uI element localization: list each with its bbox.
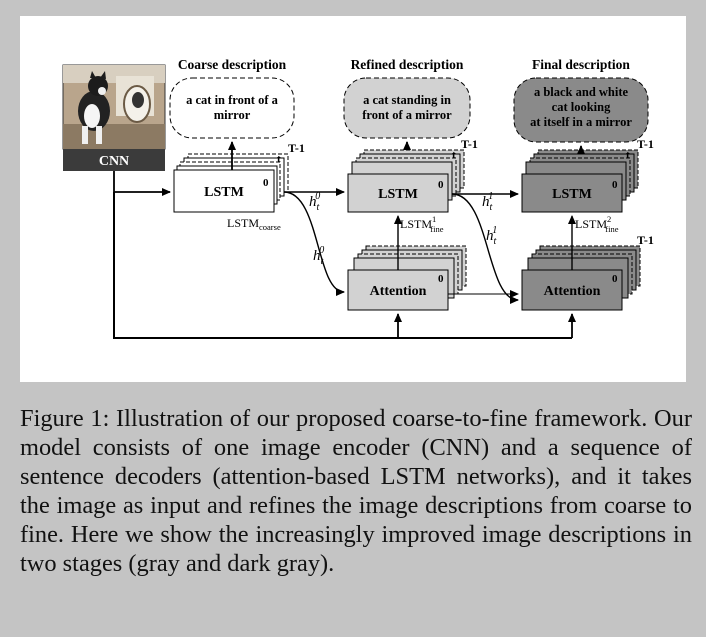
stack-index-front: 0 bbox=[612, 179, 618, 191]
figure-panel: CNN Coarse description Refined descripti… bbox=[20, 16, 686, 382]
cnn-encoder: CNN bbox=[63, 149, 165, 171]
final-description-line: cat looking bbox=[552, 100, 611, 114]
refined-description-line: a cat standing in bbox=[363, 93, 451, 107]
stack-index-front: 0 bbox=[612, 273, 618, 285]
hidden-state-label: ht1 bbox=[486, 225, 497, 247]
attention-fine2-stack: Attention 0 T-1 bbox=[521, 233, 654, 311]
heading-refined: Refined description bbox=[351, 57, 464, 72]
cnn-label: CNN bbox=[99, 154, 129, 169]
refined-description-bubble: a cat standing in front of a mirror bbox=[343, 77, 471, 139]
heading-coarse: Coarse description bbox=[178, 57, 287, 72]
final-description-bubble: a black and white cat looking at itself … bbox=[513, 77, 649, 143]
lstm-fine2-stack: LSTM t 0 T-1 bbox=[521, 137, 654, 213]
figure-caption: Figure 1: Illustration of our proposed c… bbox=[20, 405, 692, 577]
attention-fine2-label: Attention bbox=[544, 284, 601, 299]
attention-fine1-stack: Attention 0 bbox=[347, 245, 467, 311]
stack-index-front: 0 bbox=[438, 273, 444, 285]
hidden-state-label: ht0 bbox=[313, 245, 324, 267]
coarse-description-bubble: a cat in front of a mirror bbox=[169, 77, 295, 139]
stack-index-t: t bbox=[277, 153, 281, 165]
coarse-description-line: mirror bbox=[214, 108, 251, 122]
stack-index-back: T-1 bbox=[637, 233, 654, 247]
stack-index-t: t bbox=[626, 149, 630, 161]
heading-final: Final description bbox=[532, 57, 630, 72]
lstm-fine2-label: LSTM bbox=[552, 187, 592, 202]
stack-index-back: T-1 bbox=[637, 137, 654, 151]
lstm-coarse-stack: LSTM t 0 T-1 bbox=[173, 141, 305, 213]
coarse-description-line: a cat in front of a bbox=[186, 93, 279, 107]
hidden-state-label: ht0 bbox=[309, 191, 320, 213]
refined-description-line: front of a mirror bbox=[362, 108, 452, 122]
connections bbox=[113, 141, 585, 339]
stack-index-front: 0 bbox=[263, 177, 269, 189]
input-image bbox=[62, 64, 166, 150]
stack-index-t: t bbox=[452, 149, 456, 161]
stack-index-back: T-1 bbox=[288, 141, 305, 155]
lstm-fine1-stack: LSTM t 0 T-1 bbox=[347, 137, 478, 213]
attention-fine1-label: Attention bbox=[370, 284, 427, 299]
final-description-line: a black and white bbox=[534, 85, 629, 99]
lstm-fine1-label: LSTM bbox=[378, 187, 418, 202]
hidden-state-label: ht1 bbox=[482, 191, 493, 213]
module-name-coarse: LSTMcoarse bbox=[227, 216, 281, 232]
lstm-coarse-label: LSTM bbox=[204, 185, 244, 200]
stack-index-front: 0 bbox=[438, 179, 444, 191]
coarse-to-fine-diagram: CNN Coarse description Refined descripti… bbox=[62, 57, 654, 339]
final-description-line: at itself in a mirror bbox=[530, 115, 632, 129]
stack-index-back: T-1 bbox=[461, 137, 478, 151]
